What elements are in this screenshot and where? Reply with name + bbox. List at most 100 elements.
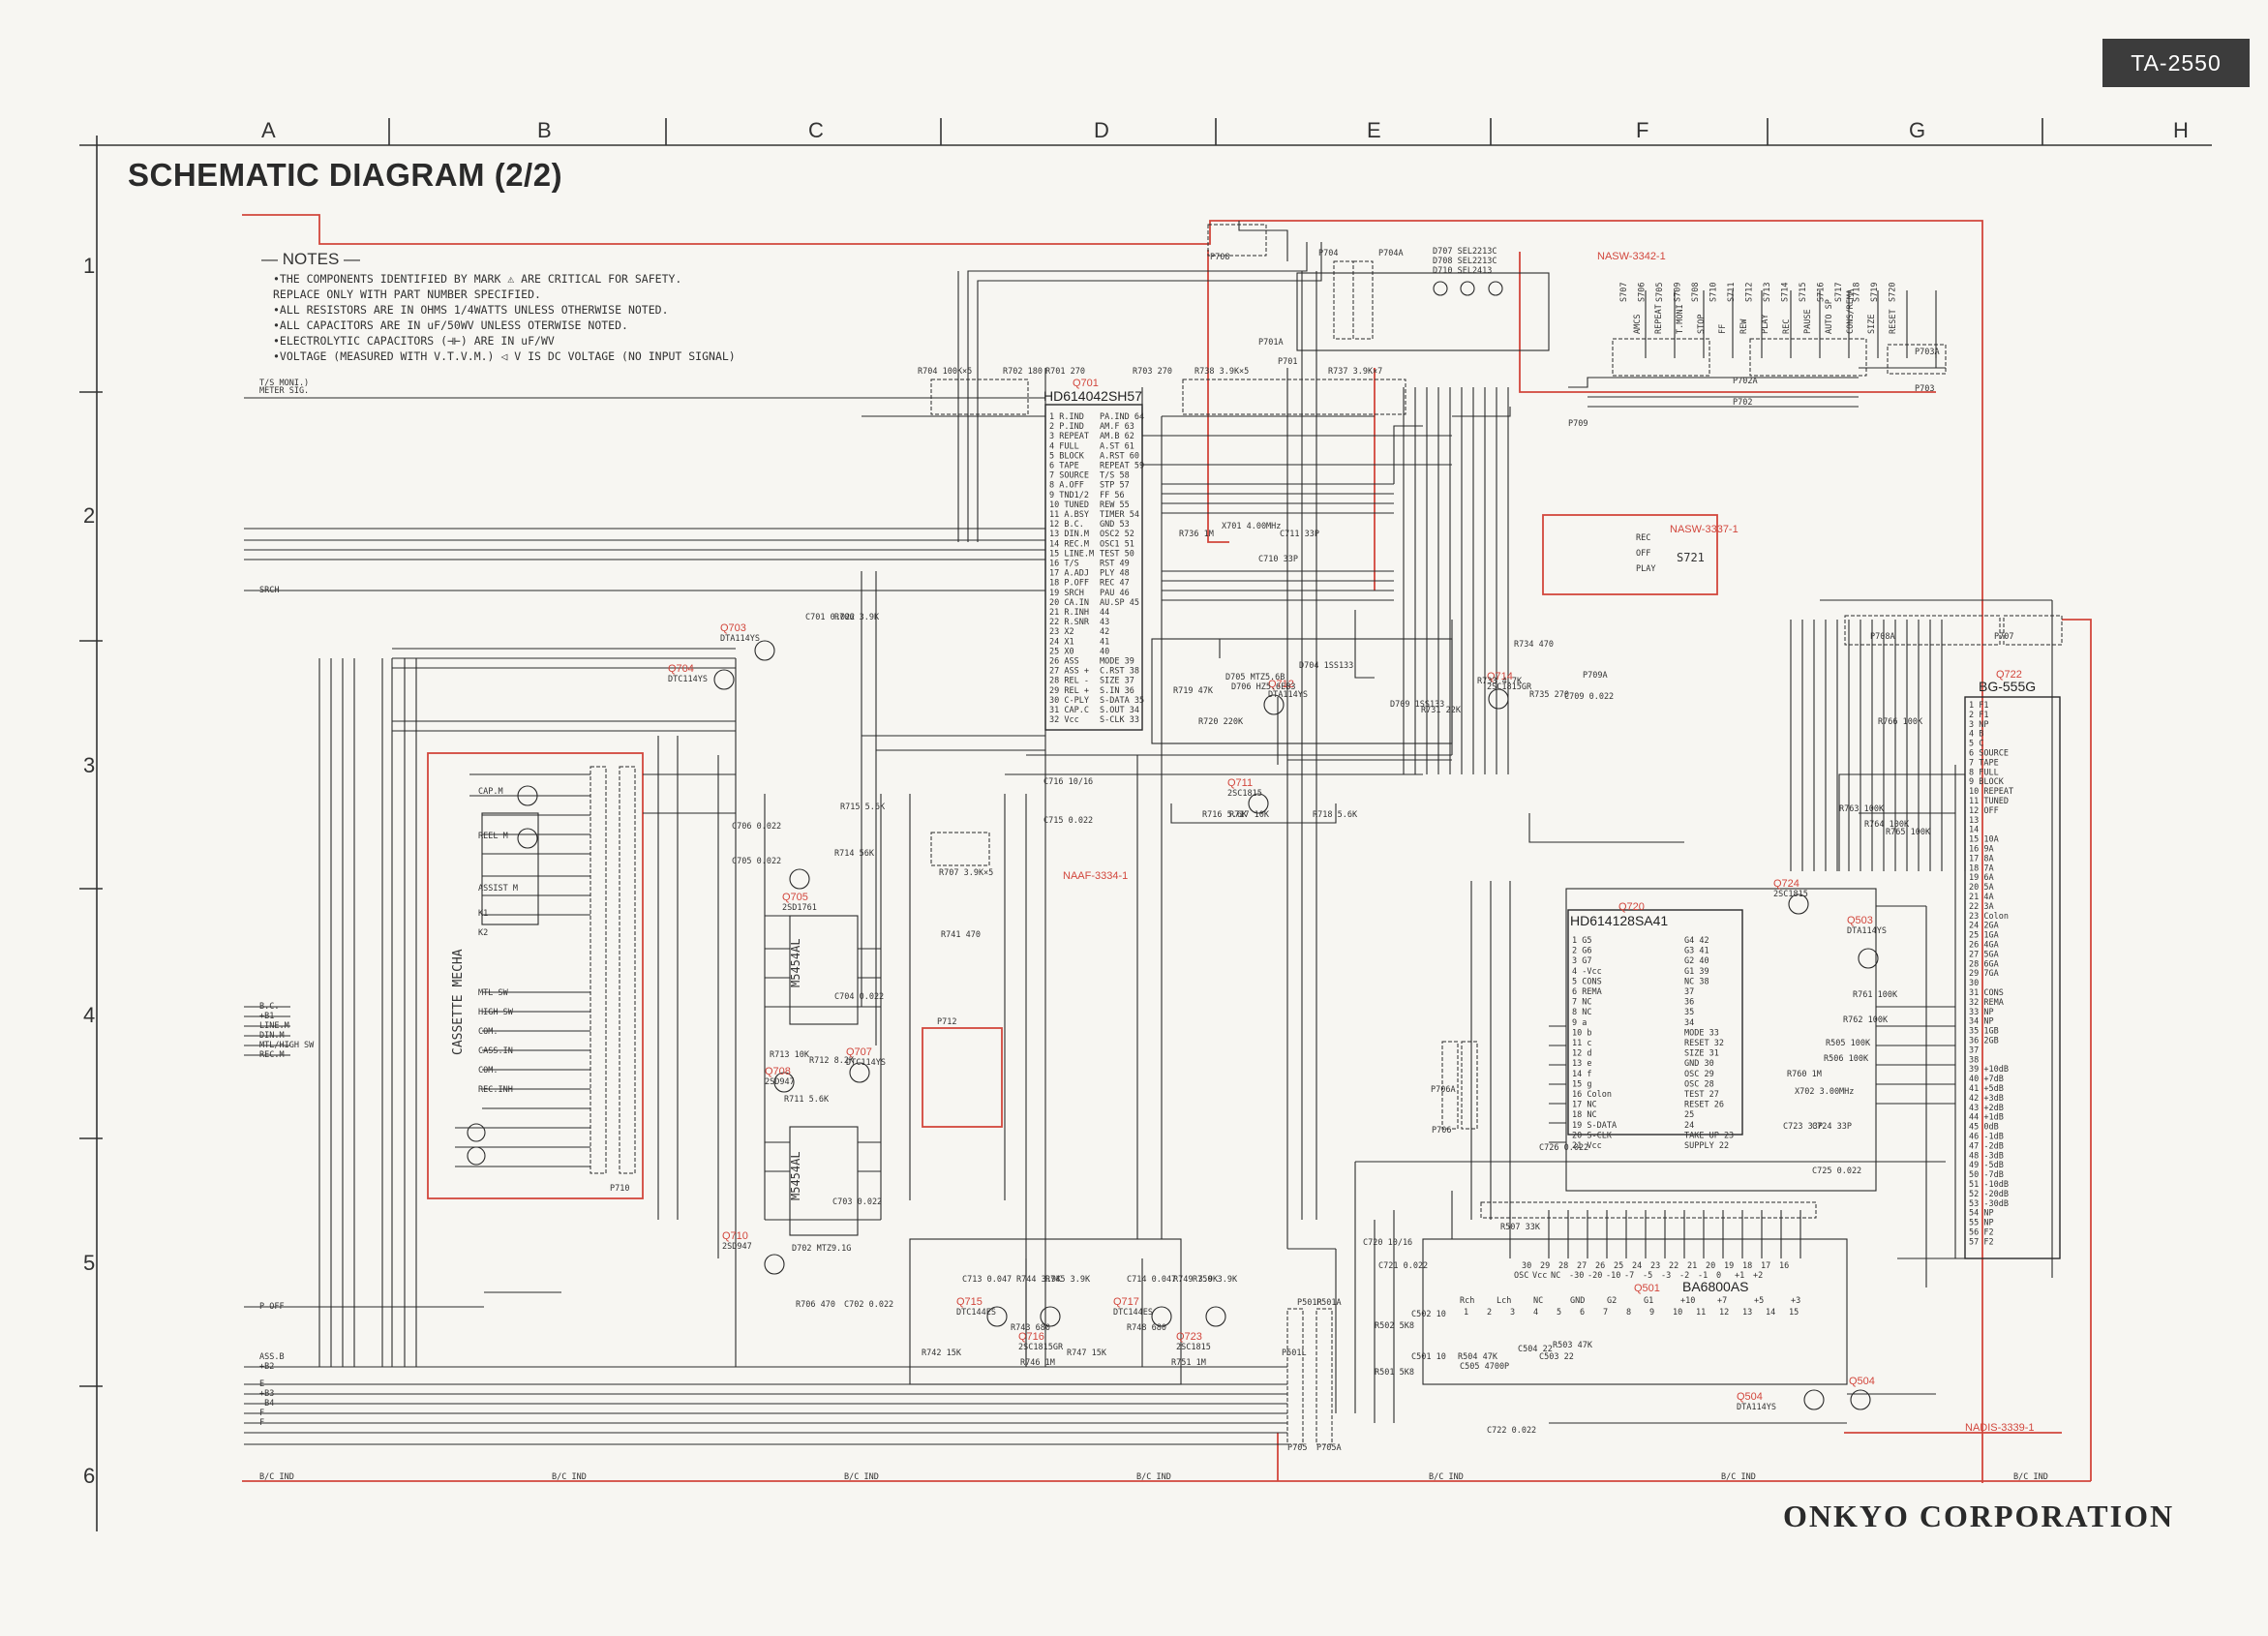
q720-pin-right: TEST 27 (1684, 1090, 1719, 1100)
q720-pin-left: 11 c (1572, 1039, 1591, 1048)
passive-label: C504 22 (1518, 1345, 1553, 1354)
grid-row-label: 5 (83, 1251, 96, 1275)
switch-function: CONS/REMA (1846, 289, 1856, 334)
passive-label: R506 100K (1824, 1054, 1869, 1064)
diode-label: D709 1SS133 (1390, 700, 1444, 710)
signal-label: -B4 (259, 1399, 274, 1409)
passive-label: R741 470 (941, 930, 981, 940)
connector-ref: P701 (1278, 357, 1297, 367)
q722-pin: 47 -2dB (1969, 1141, 2004, 1151)
q501-pin-top: 23 (1650, 1261, 1660, 1271)
q501-pin-bottom: 1 (1464, 1308, 1468, 1318)
passive-label: R706 470 (796, 1300, 835, 1310)
bus-label: B/C IND (552, 1472, 587, 1482)
bus-label: B/C IND (844, 1472, 879, 1482)
passive-label: C726 0.022 (1539, 1143, 1588, 1153)
q720-pin-right: G2 40 (1684, 956, 1709, 966)
q722-pin: 16 9A (1969, 845, 1994, 855)
grid-column-label: C (808, 118, 824, 142)
frame (79, 118, 2212, 1531)
switch-function: REW (1739, 318, 1749, 334)
transistor-ref: Q712 (1268, 679, 1294, 690)
signal-label: MTL/HIGH SW (259, 1041, 315, 1050)
transistor-ref: Q714 (1487, 671, 1513, 682)
mecha-label: K1 (478, 909, 488, 919)
passive-label: R501 5K8 (1375, 1368, 1414, 1378)
q720-pin-left: 12 d (1572, 1049, 1591, 1059)
q501-pin-bottom-label: Rch (1460, 1296, 1474, 1306)
bus-label: B/C IND (2013, 1472, 2048, 1482)
q501-pin-top-label: -3 (1661, 1271, 1671, 1281)
q722-pin: 6 SOURCE (1969, 749, 2009, 759)
q501-pin-bottom-label: +3 (1791, 1296, 1800, 1306)
q722-pin: 43 +2dB (1969, 1104, 2004, 1113)
q701-pin-left: 10 TUNED (1049, 500, 1089, 510)
q720-pin-left: 8 NC (1572, 1008, 1591, 1017)
q501-pin-top-label: OSC (1514, 1271, 1528, 1281)
transistor-part: DTC144ES (956, 1308, 996, 1318)
q722-pin: 21 4A (1969, 893, 1994, 902)
switch-ref: S709 (1674, 283, 1683, 302)
q501-pin-top-label: 0 (1716, 1271, 1721, 1281)
transistor-symbols (467, 281, 1879, 1410)
q720-pin-right: G3 41 (1684, 947, 1709, 956)
q720-pin-right: MODE 33 (1684, 1028, 1719, 1038)
mecha-label: REC.INH (478, 1085, 513, 1095)
q501-pin-bottom: 4 (1533, 1308, 1538, 1318)
q701-pin-right: REC 47 (1100, 579, 1130, 589)
note-line: •VOLTAGE (MEASURED WITH V.T.V.M.) ◁ V IS… (273, 349, 736, 363)
switch-function: REPEAT (1654, 304, 1664, 334)
passive-label: R703 270 (1133, 367, 1172, 377)
q722-pin: 38 (1969, 1055, 1979, 1065)
model-badge: TA-2550 (2102, 39, 2250, 87)
switch-ref: S719 (1870, 283, 1880, 302)
passive-label: R718 5.6K (1313, 810, 1358, 820)
transistor-part: 2SC1815 (1773, 890, 1808, 899)
switch-function: RESET (1889, 309, 1898, 334)
q720-part: HD614128SA41 (1570, 913, 1668, 928)
q501-pin-bottom: 15 (1789, 1308, 1799, 1318)
passive-label: R744 3.9K (1016, 1275, 1062, 1285)
passive-label: R743 680 (1011, 1323, 1050, 1333)
passive-label: R766 100K (1878, 717, 1923, 727)
mecha-label: CAP.M (478, 787, 503, 797)
q501-part: BA6800AS (1682, 1279, 1749, 1294)
q501-pin-bottom: 9 (1649, 1308, 1654, 1318)
q701-pin-right: OSC2 52 (1100, 530, 1134, 539)
q722-pin: 34 NP (1969, 1017, 1994, 1027)
q701-pin-right: 41 (1100, 637, 1109, 647)
q701-pin-left: 27 ASS + (1049, 667, 1089, 677)
passive-label: C502 10 (1411, 1310, 1446, 1319)
q722-pin: 13 (1969, 816, 1979, 826)
q701-ref: Q701 (1073, 378, 1099, 389)
passive-label: C706 0.022 (732, 822, 781, 832)
q720-pin-left: 21 Vcc (1572, 1141, 1602, 1151)
note-line: •ALL CAPACITORS ARE IN uF/50WV UNLESS OT… (273, 318, 628, 332)
mecha-label: K2 (478, 928, 488, 938)
q722-pin: 3 NP (1969, 720, 1988, 730)
q720-pin-right: G4 42 (1684, 936, 1709, 946)
q722-pin: 36 2GB (1969, 1037, 1999, 1046)
transistor-part: 2SC1815GR (1018, 1343, 1064, 1352)
q701-pin-left: 25 X0 (1049, 647, 1074, 656)
q720-pin-right: TAKE UP 23 (1684, 1131, 1734, 1140)
switch-ref: S717 (1834, 283, 1844, 302)
diode-label: D710 SEL2413 (1433, 266, 1492, 276)
q701-pin-left: 28 REL - (1049, 677, 1089, 686)
passive-label: R734 470 (1514, 640, 1554, 650)
passive-label: R749 3.9K (1173, 1275, 1219, 1285)
transistor-ref: Q703 (720, 622, 746, 634)
q722-pin: 54 NP (1969, 1209, 1994, 1219)
switch-ref: S710 (1709, 283, 1719, 302)
passive-label: R702 180 (1003, 367, 1043, 377)
signal-label: SRCH (259, 586, 279, 595)
passive-label: R504 47K (1458, 1352, 1498, 1362)
q701-pin-right: TEST 50 (1100, 549, 1134, 559)
passive-label: C701 0.022 (805, 613, 855, 622)
q720-pin-right: 34 (1684, 1018, 1694, 1028)
notes-heading: — NOTES — (261, 250, 361, 268)
q722-pin: 45 0dB (1969, 1123, 1999, 1133)
q720-pin-left: 18 NC (1572, 1110, 1597, 1120)
q720-pin-left: 4 -Vcc (1572, 967, 1602, 977)
grid-column-label: E (1367, 118, 1381, 142)
